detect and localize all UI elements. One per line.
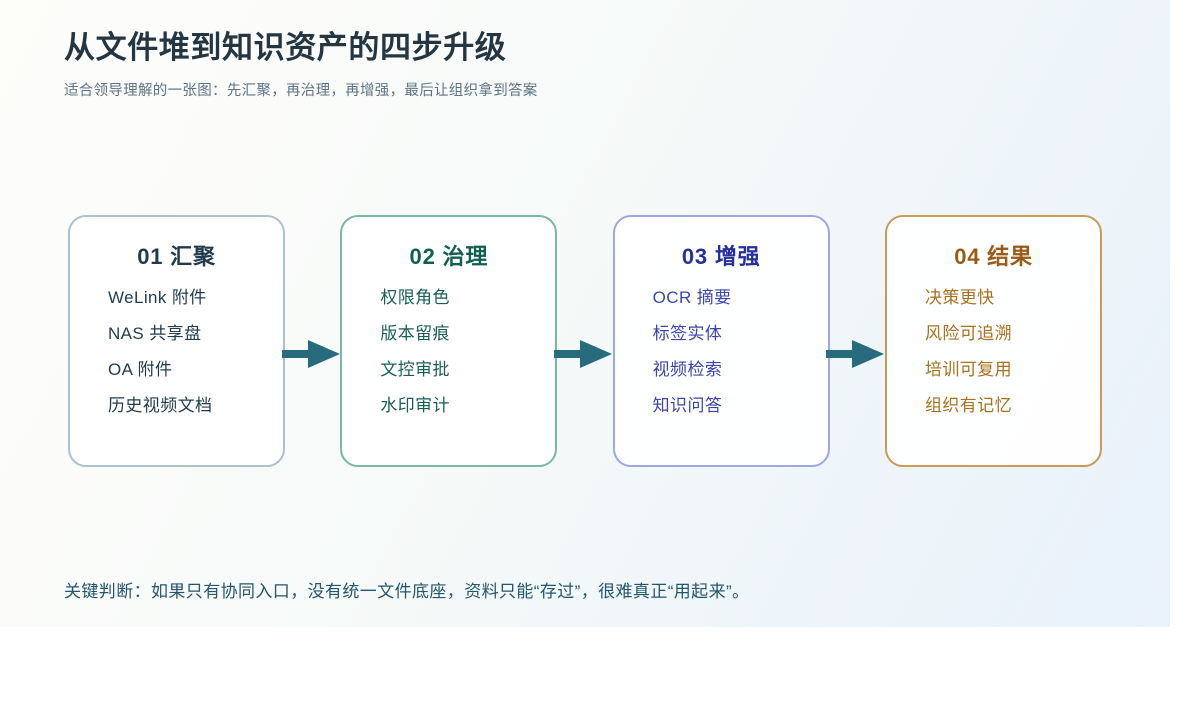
list-item: 组织有记忆	[924, 396, 1012, 415]
flow-connector-3	[826, 215, 885, 467]
step-card-title: 04 结果	[954, 244, 1033, 269]
list-item: 权限角色	[380, 288, 450, 307]
list-item: 知识问答	[652, 396, 723, 415]
key-takeaway-note: 关键判断：如果只有协同入口，没有统一文件底座，资料只能“存过”，很难真正“用起来…	[64, 582, 750, 601]
page-title: 从文件堆到知识资产的四步升级	[64, 30, 507, 65]
list-item: 视频检索	[652, 360, 723, 379]
step-card-items: OCR 摘要 标签实体 视频检索 知识问答	[615, 289, 828, 414]
list-item: OA 附件	[108, 360, 173, 379]
step-card-04[interactable]: 04 结果 决策更快 风险可追溯 培训可复用 组织有记忆	[884, 215, 1102, 467]
list-item: 风险可追溯	[924, 324, 1012, 343]
step-card-items: 决策更快 风险可追溯 培训可复用 组织有记忆	[887, 289, 1100, 414]
arrow-right-icon	[281, 340, 340, 368]
flow-connector-2	[553, 215, 612, 467]
list-item: 历史视频文档	[108, 396, 213, 415]
flow-diagram: 01 汇聚 WeLink 附件 NAS 共享盘 OA 附件 历史视频文档 02 …	[68, 215, 1102, 467]
page-subtitle: 适合领导理解的一张图：先汇聚，再治理，再增强，最后让组织拿到答案	[64, 82, 538, 99]
arrow-right-icon	[826, 340, 885, 368]
list-item: WeLink 附件	[108, 288, 207, 307]
step-card-items: 权限角色 版本留痕 文控审批 水印审计	[342, 289, 555, 414]
list-item: 标签实体	[652, 324, 723, 343]
step-card-02[interactable]: 02 治理 权限角色 版本留痕 文控审批 水印审计	[340, 215, 558, 467]
step-card-title: 03 增强	[681, 244, 761, 269]
list-item: 文控审批	[380, 360, 450, 379]
step-card-items: WeLink 附件 NAS 共享盘 OA 附件 历史视频文档	[70, 289, 283, 414]
list-item: NAS 共享盘	[108, 324, 202, 343]
arrow-right-icon	[553, 340, 612, 368]
list-item: 培训可复用	[924, 360, 1012, 379]
slide-canvas: 从文件堆到知识资产的四步升级 适合领导理解的一张图：先汇聚，再治理，再增强，最后…	[0, 0, 1170, 627]
step-card-03[interactable]: 03 增强 OCR 摘要 标签实体 视频检索 知识问答	[612, 215, 830, 467]
list-item: 版本留痕	[380, 324, 450, 343]
flow-connector-1	[281, 215, 340, 467]
list-item: 水印审计	[380, 396, 450, 415]
step-card-title: 01 汇聚	[137, 244, 216, 269]
header: 从文件堆到知识资产的四步升级 适合领导理解的一张图：先汇聚，再治理，再增强，最后…	[64, 28, 1104, 102]
step-card-01[interactable]: 01 汇聚 WeLink 附件 NAS 共享盘 OA 附件 历史视频文档	[68, 215, 285, 467]
list-item: 决策更快	[924, 288, 995, 307]
step-card-title: 02 治理	[409, 244, 489, 269]
list-item: OCR 摘要	[652, 288, 732, 307]
